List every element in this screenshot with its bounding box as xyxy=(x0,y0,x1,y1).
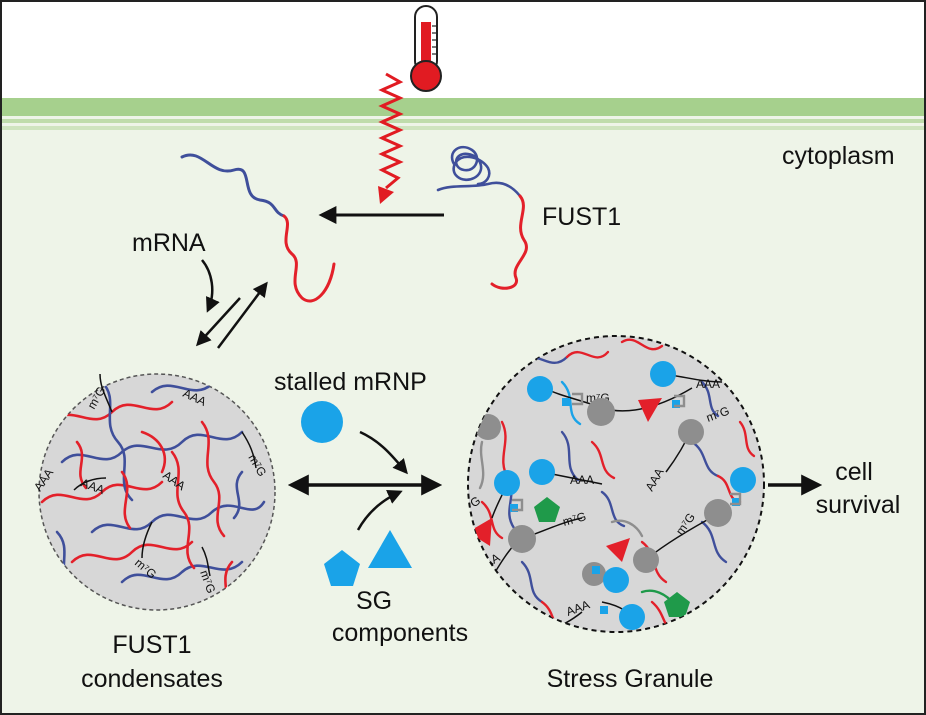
mrna-strand xyxy=(180,153,336,303)
mrna-label: mRNA xyxy=(132,229,206,257)
cap-mark: m⁷G xyxy=(561,509,587,529)
condensates-label-line2: condensates xyxy=(81,665,223,693)
stress-granule: m⁷G AAA m⁷G AAA AAA m⁷G m⁷G m⁷G AAA AAA xyxy=(467,335,765,633)
heat-zigzag-icon xyxy=(378,72,404,204)
cell-membrane xyxy=(2,98,924,130)
stalled-mrnp-label: stalled mRNP xyxy=(274,368,427,396)
sg-components-icons xyxy=(324,530,412,586)
arrow-from-condensate xyxy=(217,281,268,349)
stress-granule-label: Stress Granule xyxy=(546,665,714,693)
arrows xyxy=(195,206,823,531)
extracellular-space xyxy=(2,2,924,98)
pentagon-icon xyxy=(324,550,360,586)
stalled-mrnp-icon xyxy=(301,401,343,443)
arrow-sg-components-in xyxy=(356,490,403,531)
triangle-icon xyxy=(368,530,412,568)
condensates-label-line1: FUST1 xyxy=(112,631,192,659)
sg-components-label-line2: components xyxy=(331,619,469,647)
fust1-protein xyxy=(436,145,528,290)
thermometer-icon xyxy=(410,5,442,92)
arrow-to-condensate xyxy=(195,297,241,347)
sg-components-label-line1: SG xyxy=(355,587,393,615)
arrow-mrna-curve xyxy=(201,259,220,313)
fust1-label: FUST1 xyxy=(542,203,622,231)
cell-survival-label-line2: survival xyxy=(815,491,901,519)
cell-survival-label-line1: cell xyxy=(835,458,873,486)
arrow-mrnp-in xyxy=(359,430,408,475)
polya-mark: AAA xyxy=(696,377,720,391)
cytoplasm-label: cytoplasm xyxy=(782,142,895,170)
fust1-condensate: m⁷G AAA m⁷G AAA AAA AAA m⁷G m⁷G xyxy=(31,373,276,611)
polya-mark: AAA xyxy=(570,473,594,487)
